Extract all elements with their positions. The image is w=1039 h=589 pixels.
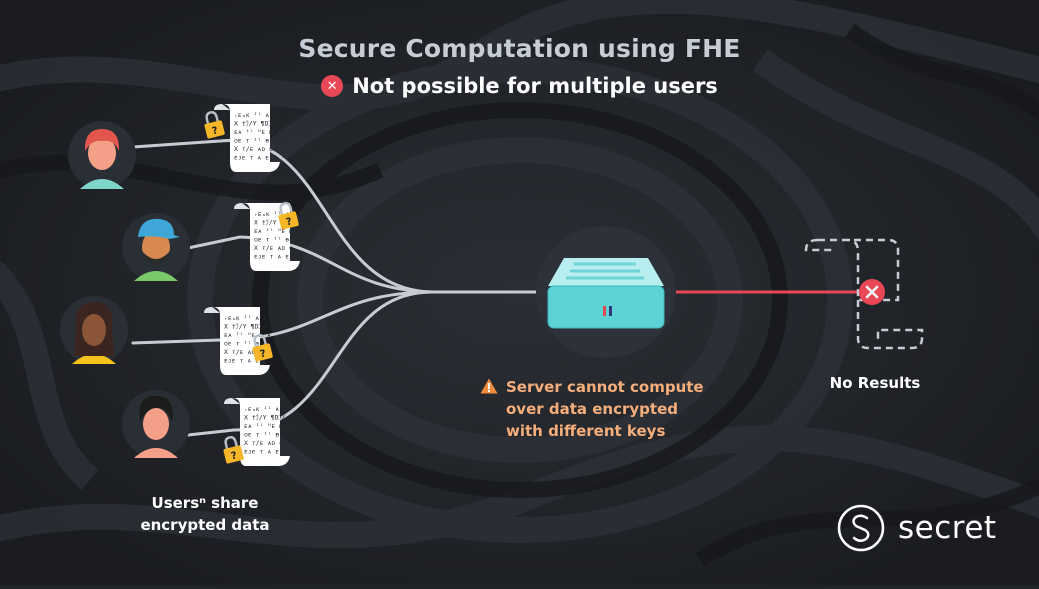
encrypted-text-line: ᴇᴀ ᴵˡ ᴴᴇ ᴍ ᴀ (244, 422, 291, 430)
encrypted-text-line: ᴇᴊᴇ ᴛ ᴀ ᴇ ᴮ ᴵ (244, 448, 295, 456)
document-curl (214, 104, 230, 110)
subtitle-row: ✕ Not possible for multiple users (0, 74, 1039, 98)
encrypted-text-line: X ᴛ/ᴇ ᴀᴅ ᴄ (244, 439, 283, 447)
user-avatar-1 (68, 121, 136, 189)
diagram-title: Secure Computation using FHE (298, 34, 741, 63)
result-error-icon (859, 279, 885, 305)
encrypted-documents: ᵣᴇₐᴋ ᴵˡ ᴀ ᴇX †ℐ/Y ¶Dℐ/ᴇᴀ ᴵˡ ᴴᴇ ᴍ ᴀᴏᴇ ᴛ ᴵ… (204, 104, 305, 466)
brand-name: secret (898, 510, 997, 546)
encrypted-text-line: ᴇᴊᴇ ᴛ ᴀ ᴇ ᴮ ᴵ (234, 154, 285, 162)
encrypted-text-line: ᵣᴇₐᴋ ᴵˡ ᴀ ᴇ (234, 111, 277, 119)
padlock-icon: ? (223, 436, 244, 464)
encrypted-text-line: ᵣᴇₐᴋ ᴵˡ ᴀ ᴇ (244, 405, 287, 413)
encrypted-text-line: ᴇᴀ ᴵˡ ᴴᴇ ᴍ ᴀ (254, 227, 301, 235)
encrypted-text-line: ᵣᴇₐᴋ ᴵˡ ᴀ ᴇ (224, 314, 267, 322)
encrypted-text-line: ᴏᴇ ᴛ ᴵˡ ᴃ ᴇ (244, 431, 287, 439)
x-circle-icon: ✕ (321, 75, 344, 97)
encrypted-text-line: X ᴛ/ᴇ ᴀᴅ ᴄ (234, 145, 273, 153)
document-paper (232, 398, 290, 466)
warning-triangle-icon (480, 378, 498, 394)
padlock-question-mark: ? (259, 348, 267, 360)
encrypted-text-line: ᵣᴇₐᴋ ᴵˡ ᴀ ᴇ (254, 210, 297, 218)
users-caption-line-1: Usersⁿ share (151, 494, 259, 512)
secret-logo: secret (836, 503, 997, 553)
padlock-question-mark: ? (285, 216, 293, 228)
encrypted-text-line: ᴏᴇ ᴛ ᴵˡ ᴃ ᴇ (224, 340, 267, 348)
encrypted-text-line: X ᴛ/ᴇ ᴀᴅ ᴄ (224, 348, 263, 356)
encrypted-text-line: X †ℐ/Y ¶Dℐ/ (244, 414, 285, 422)
secret-logo-icon (837, 504, 885, 552)
padlock-question-mark: ? (230, 450, 238, 462)
encrypted-text-line: ᴇᴊᴇ ᴛ ᴀ ᴇ ᴮ ᴵ (254, 253, 305, 261)
no-results-label: No Results (829, 374, 921, 392)
encrypted-text-line: ᴇᴊᴇ ᴛ ᴀ ᴇ ᴮ ᴵ (224, 357, 275, 365)
user-avatar-2 (122, 213, 190, 281)
document-curl (204, 307, 220, 313)
document-curl (224, 398, 240, 404)
empty-result-document (804, 238, 924, 350)
encrypted-document-3: ᵣᴇₐᴋ ᴵˡ ᴀ ᴇX †ℐ/Y ¶Dℐ/ᴇᴀ ᴵˡ ᴴᴇ ᴍ ᴀᴏᴇ ᴛ ᴵ… (204, 307, 275, 375)
document-paper (222, 104, 280, 172)
user-avatar-4 (122, 390, 190, 458)
users-caption: Usersⁿ share encrypted data (95, 492, 315, 536)
encrypted-text-line: X †ℐ/Y ¶Dℐ/ (234, 120, 275, 128)
encrypted-document-1: ᵣᴇₐᴋ ᴵˡ ᴀ ᴇX †ℐ/Y ¶Dℐ/ᴇᴀ ᴵˡ ᴴᴇ ᴍ ᴀᴏᴇ ᴛ ᴵ… (204, 104, 285, 172)
diagram-subtitle: Not possible for multiple users (352, 74, 718, 98)
document-curl (234, 203, 250, 209)
server-icon (536, 226, 676, 358)
padlock-icon: ? (252, 334, 273, 362)
server-warning: Server cannot compute over data encrypte… (480, 376, 704, 442)
encrypted-text-line: ᴏᴇ ᴛ ᴵˡ ᴃ ᴇ (254, 236, 297, 244)
users-caption-line-2: encrypted data (140, 516, 270, 534)
server-warning-text: Server cannot compute over data encrypte… (506, 378, 704, 440)
encrypted-text-line: ᴇᴀ ᴵˡ ᴴᴇ ᴍ ᴀ (234, 128, 281, 136)
encrypted-text-line: X ᴛ/ᴇ ᴀᴅ ᴄ (254, 244, 293, 252)
encrypted-text-line: ᴏᴇ ᴛ ᴵˡ ᴃ ᴇ (234, 137, 277, 145)
user-avatar-3 (60, 296, 128, 364)
encrypted-text-line: ᴇᴀ ᴵˡ ᴴᴇ ᴍ ᴀ (224, 331, 271, 339)
encrypted-text-line: X †ℐ/Y ¶Dℐ/ (224, 323, 265, 331)
padlock-icon: ? (278, 202, 299, 230)
padlock-icon: ? (204, 111, 225, 139)
encrypted-text-line: X †ℐ/Y ¶Dℐ/ (254, 219, 295, 227)
encrypted-document-2: ᵣᴇₐᴋ ᴵˡ ᴀ ᴇX †ℐ/Y ¶Dℐ/ᴇᴀ ᴵˡ ᴴᴇ ᴍ ᴀᴏᴇ ᴛ ᴵ… (234, 202, 305, 271)
encrypted-document-4: ᵣᴇₐᴋ ᴵˡ ᴀ ᴇX †ℐ/Y ¶Dℐ/ᴇᴀ ᴵˡ ᴴᴇ ᴍ ᴀᴏᴇ ᴛ ᴵ… (223, 398, 295, 466)
padlock-question-mark: ? (211, 125, 219, 137)
